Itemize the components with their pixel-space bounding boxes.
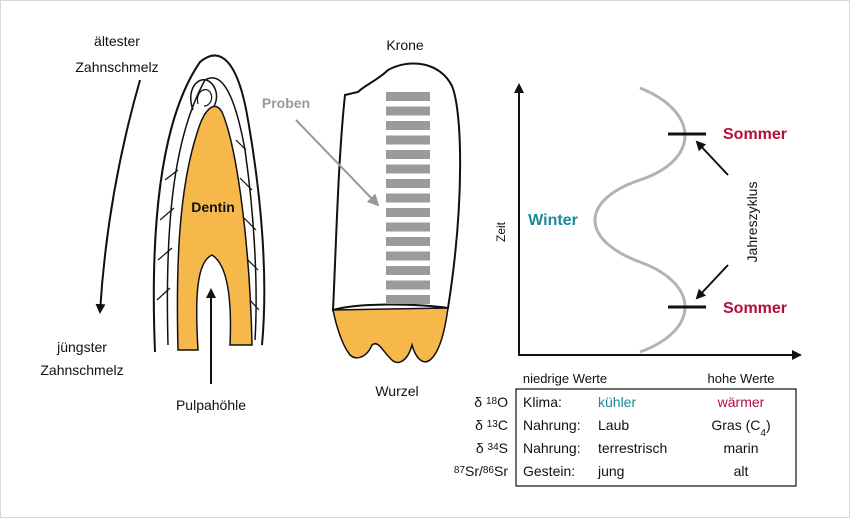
sample-bar: [386, 121, 430, 130]
sample-bar: [386, 280, 430, 290]
isotope-symbol: δ 13C: [475, 417, 508, 433]
youngest-enamel-line1: jüngster: [56, 339, 107, 355]
sample-bar: [386, 266, 430, 275]
sample-bars: [386, 92, 430, 304]
isotope-table-rows: δ 18O Klima: kühler wärmer δ 13C Nahrung: Laub…: [454, 394, 771, 479]
cycle-arrow-down: [695, 264, 729, 300]
tooth2-roots: [332, 307, 449, 364]
table-low-value: terrestrisch: [598, 440, 667, 456]
seasonal-curve: [593, 86, 687, 354]
time-graph: [514, 83, 802, 360]
oldest-enamel-line1: ältester: [94, 33, 140, 49]
isotope-prefix: δ: [475, 417, 487, 433]
isotope-symbol: δ 34S: [476, 440, 508, 456]
isotope-mass: 34: [488, 442, 500, 453]
isotope-prefix: δ: [476, 440, 488, 456]
proben-label: Proben: [262, 95, 310, 111]
cycle-label: Jahreszyklus: [744, 182, 760, 263]
winter-label: Winter: [528, 212, 578, 229]
oldest-enamel-line2: Zahnschmelz: [75, 59, 158, 75]
table-high-value: Gras (C4): [711, 417, 770, 439]
proben-arrow: [295, 119, 380, 207]
tooth1-dentin: [176, 105, 253, 351]
table-low-value: jung: [597, 463, 624, 479]
sample-bar: [386, 237, 430, 246]
sample-bar: [386, 222, 430, 232]
table-row-label: Nahrung:: [523, 417, 581, 433]
high-value-part: ): [766, 417, 771, 433]
dentin-label: Dentin: [191, 199, 235, 215]
root-label: Wurzel: [375, 383, 418, 399]
sample-bar: [386, 164, 430, 174]
isotope-mass: 13: [487, 419, 499, 430]
table-row-label: Gestein:: [523, 463, 575, 479]
isotope-element: O: [497, 394, 508, 410]
tooth1-top-loop-inner: [196, 89, 213, 107]
tooth-sampled: [331, 62, 462, 364]
sample-bar: [386, 179, 430, 188]
sample-bar: [386, 150, 430, 159]
isotope-prefix: δ: [474, 394, 486, 410]
table-row-label: Klima:: [523, 394, 562, 410]
tooth1-growth-lines: [156, 139, 260, 311]
cycle-arrow-up: [695, 140, 729, 176]
sample-bar: [386, 193, 430, 203]
summer-top-label: Sommer: [723, 126, 787, 143]
tooth-cross-section: [152, 54, 266, 353]
sample-bar: [386, 135, 430, 145]
sample-bar: [386, 295, 430, 304]
y-axis-label: Zeit: [494, 221, 508, 242]
isotope-mass-2: 86: [483, 465, 495, 476]
isotope-element: Sr/: [465, 463, 483, 479]
youngest-enamel-line2: Zahnschmelz: [40, 362, 123, 378]
tooth1-enamel-outline: [152, 54, 266, 353]
isotope-table-box: [515, 388, 797, 487]
enamel-age-arrow: [95, 79, 141, 314]
tooth1-enamel-inner-line: [166, 77, 257, 346]
isotope-mass: 18: [486, 396, 498, 407]
sample-bar: [386, 208, 430, 217]
high-values-label: hohe Werte: [708, 371, 775, 386]
pulp-label: Pulpahöhle: [176, 397, 246, 413]
table-high-value: marin: [723, 440, 758, 456]
isotope-element: S: [499, 440, 508, 456]
table-high-value: alt: [734, 463, 749, 479]
low-values-label: niedrige Werte: [523, 371, 607, 386]
table-row-label: Nahrung:: [523, 440, 581, 456]
sample-bar: [386, 251, 430, 261]
high-value-subscript: 4: [760, 428, 766, 439]
table-high-value: wärmer: [717, 394, 765, 410]
high-value-part: Gras (C: [711, 417, 760, 433]
isotope-mass: 87: [454, 465, 466, 476]
table-low-value: Laub: [598, 417, 629, 433]
isotope-element-2: Sr: [494, 463, 508, 479]
sample-bar: [386, 92, 430, 101]
sample-bar: [386, 106, 430, 116]
isotope-symbol: δ 18O: [474, 394, 508, 410]
summer-bottom-label: Sommer: [723, 300, 787, 317]
isotope-element: C: [498, 417, 508, 433]
isotope-symbol: 87Sr/86Sr: [454, 463, 508, 479]
table-low-value: kühler: [598, 394, 636, 410]
crown-label: Krone: [386, 37, 424, 53]
